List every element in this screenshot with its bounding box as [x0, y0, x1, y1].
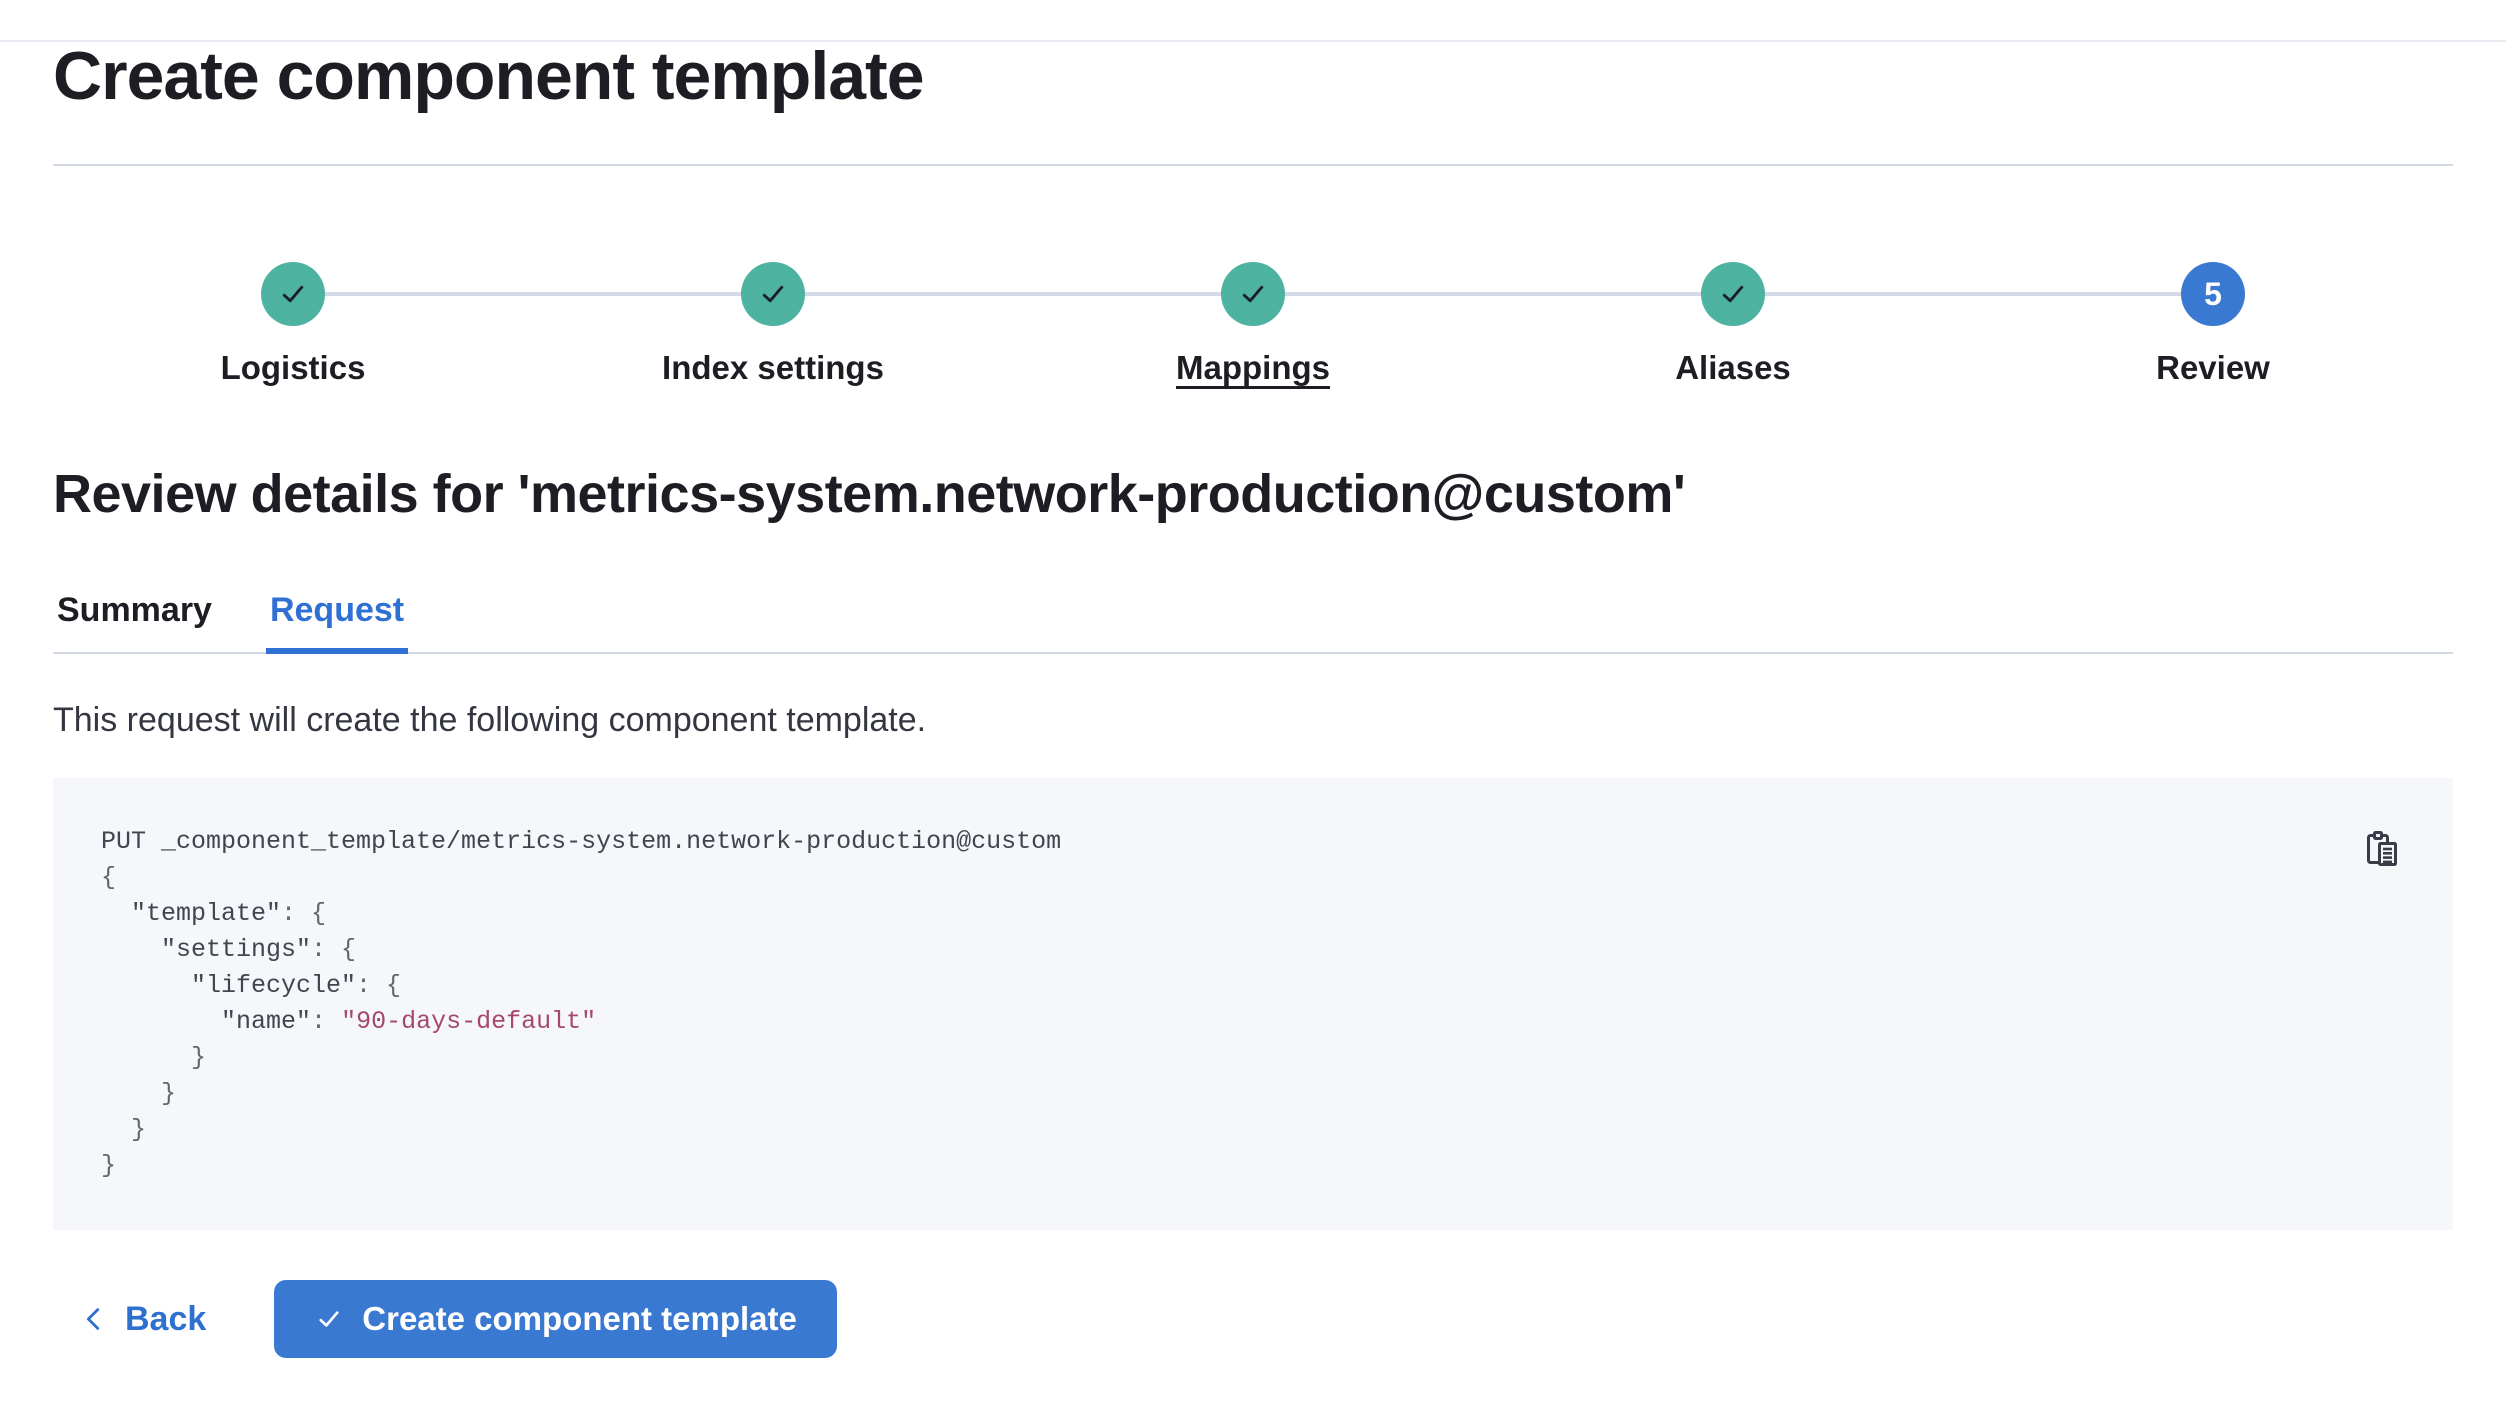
tab-summary[interactable]: Summary	[57, 591, 212, 629]
code-line: PUT _component_template/metrics-system.n…	[101, 827, 1062, 856]
step-label[interactable]: Aliases	[1675, 349, 1791, 386]
code-line: {	[101, 863, 117, 892]
step-label[interactable]: Logistics	[220, 349, 366, 386]
copy-to-clipboard-button[interactable]	[2365, 830, 2399, 868]
check-icon	[1722, 285, 1744, 303]
code-line: "template": {	[101, 899, 327, 928]
code-line: }	[101, 1115, 147, 1144]
step-label[interactable]: Review	[2156, 349, 2270, 386]
step-status-circle[interactable]	[1221, 262, 1285, 326]
page-title: Create component template	[53, 38, 925, 114]
step-label[interactable]: Mappings	[1176, 349, 1330, 386]
code-line: "settings": {	[101, 935, 357, 964]
step-aliases[interactable]: Aliases	[1493, 262, 1973, 388]
step-status-circle[interactable]	[261, 262, 325, 326]
code-line: "name": "90-days-default"	[101, 1007, 597, 1036]
code-line: "lifecycle": {	[101, 971, 402, 1000]
create-button-label: Create component template	[362, 1300, 797, 1337]
create-component-template-page: Create component template Logistics Inde…	[0, 36, 2506, 1358]
top-divider	[0, 40, 2506, 42]
tab-request[interactable]: Request	[265, 590, 409, 654]
copy-clipboard-icon	[2367, 831, 2397, 866]
review-tabs: Summary Request	[53, 590, 2453, 654]
code-line: }	[101, 1043, 207, 1072]
step-number: 5	[2204, 275, 2222, 312]
code-line: }	[101, 1151, 117, 1180]
step-index-settings[interactable]: Index settings	[533, 262, 1013, 388]
code-line: }	[101, 1079, 177, 1108]
step-status-circle[interactable]	[741, 262, 805, 326]
check-icon	[282, 285, 304, 303]
review-details-heading: Review details for 'metrics-system.netwo…	[53, 464, 1686, 524]
back-button-label: Back	[125, 1299, 207, 1338]
check-icon	[762, 285, 784, 303]
step-label[interactable]: Index settings	[662, 349, 884, 386]
check-icon	[319, 1311, 339, 1327]
step-status-circle[interactable]: 5	[2181, 262, 2245, 326]
code-content: PUT _component_template/metrics-system.n…	[101, 824, 2405, 1184]
step-progress-bar: Logistics Index settings Mappings Aliase…	[53, 262, 2453, 388]
footer-actions: Back Create component template	[53, 1280, 2453, 1358]
step-logistics[interactable]: Logistics	[53, 262, 533, 388]
step-review[interactable]: 5 Review	[1973, 262, 2453, 388]
back-button[interactable]: Back	[79, 1300, 206, 1339]
create-component-template-button[interactable]: Create component template	[274, 1280, 837, 1358]
step-mappings[interactable]: Mappings	[1013, 262, 1493, 388]
request-code-block: PUT _component_template/metrics-system.n…	[53, 778, 2453, 1230]
check-icon	[1242, 285, 1264, 303]
step-status-circle[interactable]	[1701, 262, 1765, 326]
request-description: This request will create the following c…	[53, 701, 927, 739]
title-divider	[53, 164, 2453, 166]
chevron-left-icon	[86, 1308, 100, 1330]
